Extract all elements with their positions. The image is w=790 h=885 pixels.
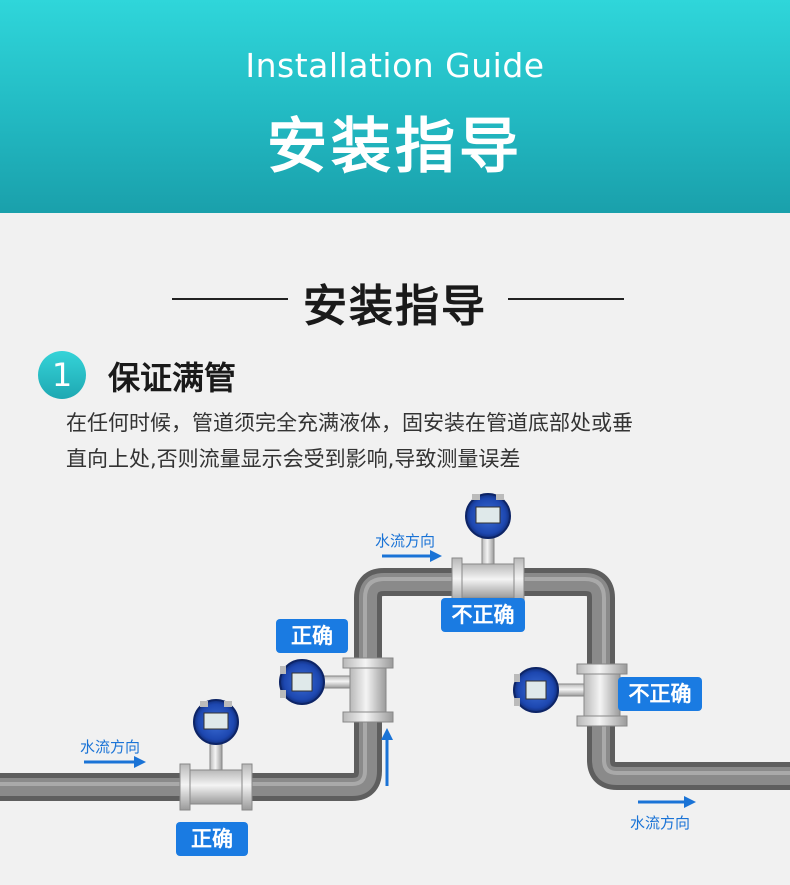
step-description-line-1: 在任何时候，管道须完全充满液体，固安装在管道底部处或垂 <box>66 411 633 435</box>
tag-correct-bottom: 正确 <box>176 822 248 856</box>
flow-label-top: 水流方向 <box>375 532 436 550</box>
flow-meter-bottom-correct <box>179 699 253 811</box>
flow-arrow-right <box>638 796 696 808</box>
tag-incorrect-top: 不正确 <box>441 598 525 632</box>
title-divider-right <box>508 298 624 300</box>
banner-title-en: Installation Guide <box>245 46 545 85</box>
step-number-badge: 1 <box>38 351 86 399</box>
banner-title-cn: 安装指导 <box>267 112 523 182</box>
flow-arrow-up <box>381 728 393 786</box>
tag-correct-vertical: 正确 <box>276 619 348 653</box>
flow-arrow-top <box>382 550 442 562</box>
step-description-line-2: 直向上处,否则流量显示会受到影响,导致测量误差 <box>66 447 521 471</box>
tag-incorrect-right: 不正确 <box>618 677 702 711</box>
section-title: 安装指导 <box>303 281 487 332</box>
flow-meter-vertical-correct <box>279 657 394 723</box>
header-banner: Installation Guide 安装指导 <box>0 0 790 213</box>
flow-meter-top-incorrect <box>451 493 525 605</box>
flow-arrow-left <box>84 756 146 768</box>
title-divider-left <box>172 298 288 300</box>
step-description: 在任何时候，管道须完全充满液体，固安装在管道底部处或垂 直向上处,否则流量显示会… <box>66 405 746 477</box>
flow-meter-right-incorrect <box>513 663 628 727</box>
flow-label-right: 水流方向 <box>630 814 691 832</box>
flow-label-left: 水流方向 <box>80 738 141 756</box>
step-title: 保证满管 <box>108 359 237 397</box>
